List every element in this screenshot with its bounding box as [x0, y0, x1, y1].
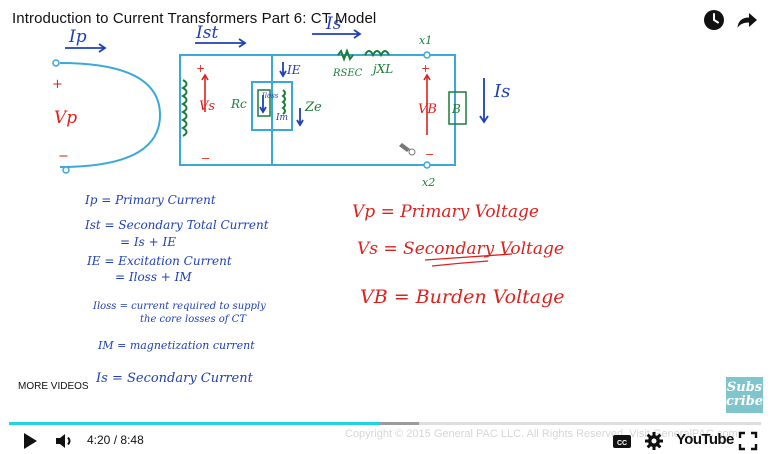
- label-minus-vb: −: [425, 148, 434, 161]
- label-vs: Vs: [199, 99, 215, 114]
- time-separator: /: [113, 433, 118, 447]
- progress-bar[interactable]: [9, 422, 761, 425]
- voltage-vb: VB = Burden Voltage: [360, 286, 565, 308]
- captions-button[interactable]: CC: [611, 430, 633, 452]
- label-ze: Ze: [304, 100, 322, 115]
- label-jxl: jXL: [370, 62, 393, 76]
- subscribe-watermark[interactable]: Subs cribe: [726, 377, 763, 413]
- voltage-definitions: Vp = Primary Voltage Vs = Secondary Volt…: [352, 202, 565, 308]
- def-iloss-2: the core losses of CT: [140, 314, 247, 325]
- cc-icon: CC: [613, 435, 631, 448]
- label-x1: x1: [419, 34, 432, 47]
- video-title[interactable]: Introduction to Current Transformers Par…: [12, 10, 377, 27]
- circuit-voltage-labels: Vp + − Vs + − VB + −: [52, 62, 437, 165]
- label-vb: VB: [418, 102, 437, 117]
- share-button[interactable]: [735, 8, 759, 32]
- circuit-current-labels: Ip Ist Is IE Iloss Im Is: [68, 14, 510, 123]
- fullscreen-icon: [738, 431, 758, 451]
- def-ie-2: = Iloss + IM: [115, 270, 192, 284]
- label-is-top: Is: [325, 14, 342, 34]
- youtube-logo[interactable]: YouTube: [676, 431, 734, 448]
- label-b: B: [451, 102, 461, 116]
- def-iloss-1: Iloss = current required to supply: [92, 301, 266, 312]
- label-im: Im: [275, 113, 288, 123]
- gear-icon: [645, 432, 663, 450]
- def-ip: Ip = Primary Current: [84, 193, 216, 207]
- voltage-vp: Vp = Primary Voltage: [352, 202, 539, 222]
- label-is-right: Is: [493, 81, 510, 102]
- copyright-watermark: Copyright © 2015 General PAC LLC. All Ri…: [345, 428, 738, 440]
- label-plus-left: +: [52, 77, 63, 92]
- label-minus-vs: −: [201, 152, 210, 165]
- current-time: 4:20: [87, 433, 111, 447]
- def-ie-1: IE = Excitation Current: [86, 254, 232, 268]
- circuit-components: [257, 89, 467, 125]
- label-ip: Ip: [68, 27, 87, 47]
- label-plus-vb: +: [421, 62, 430, 75]
- time-display: 4:20 / 8:48: [87, 433, 144, 447]
- label-rsec: RSEC: [332, 68, 363, 79]
- volume-button[interactable]: [53, 430, 75, 452]
- def-ist-2: = Is + IE: [120, 235, 176, 249]
- current-arrows: [65, 29, 489, 127]
- label-ist: Ist: [195, 23, 218, 43]
- circuit-terminals: [52, 51, 431, 174]
- circuit-component-labels: Rc Ze RSEC jXL x1 x2 B: [230, 34, 461, 189]
- subscribe-line-1: Subs: [726, 380, 763, 395]
- watch-later-button[interactable]: [702, 8, 726, 32]
- svg-text:CC: CC: [617, 440, 627, 447]
- circuit-coils: [180, 48, 390, 137]
- def-is: Is = Secondary Current: [95, 371, 254, 386]
- circuit-wires: [59, 54, 456, 168]
- voltage-vs: Vs = Secondary Voltage: [357, 239, 564, 259]
- label-rc: Rc: [230, 97, 247, 111]
- voltage-arrows: [201, 73, 431, 135]
- play-icon: [24, 433, 37, 449]
- label-plus-vs: +: [196, 62, 205, 75]
- label-vp: Vp: [54, 108, 77, 128]
- volume-icon: [56, 434, 71, 448]
- fullscreen-button[interactable]: [737, 430, 759, 452]
- pencil-cursor-icon: [399, 143, 416, 156]
- progress-played: [9, 422, 380, 425]
- label-iloss: Iloss: [261, 92, 279, 100]
- label-minus-left: −: [58, 149, 69, 164]
- play-button[interactable]: [19, 430, 41, 452]
- duration: 8:48: [120, 433, 144, 447]
- definitions-list: Ip = Primary Current Ist = Secondary Tot…: [84, 193, 269, 386]
- label-x2: x2: [422, 176, 435, 189]
- more-videos-link[interactable]: MORE VIDEOS: [18, 381, 89, 392]
- settings-button[interactable]: [643, 430, 665, 452]
- label-ie: IE: [286, 63, 301, 77]
- share-arrow-icon: [737, 13, 757, 28]
- subscribe-line-2: cribe: [726, 394, 764, 409]
- underline-marks: [424, 253, 513, 267]
- clock-icon: [704, 10, 724, 30]
- def-im: IM = magnetization current: [97, 339, 255, 352]
- def-ist-1: Ist = Secondary Total Current: [84, 218, 269, 232]
